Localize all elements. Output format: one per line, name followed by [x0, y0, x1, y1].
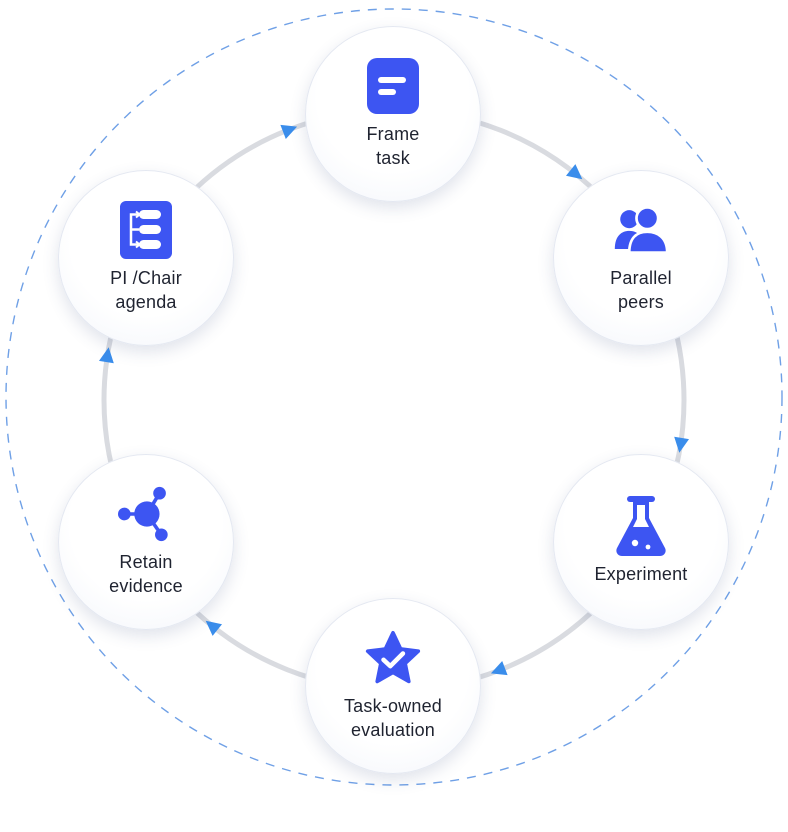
node-parallel-peers[interactable]: Parallel peers [553, 170, 729, 346]
node-label: Retain evidence [109, 552, 183, 596]
node-label: Experiment [594, 564, 688, 584]
arrow-frame-to-peers-icon [566, 164, 583, 180]
node-label: PI /Chair agenda [110, 268, 182, 312]
star-check-icon [365, 630, 421, 686]
node-label: Frame task [366, 124, 420, 168]
arrow-evaluation-to-evidence-icon [205, 620, 222, 636]
outer-dashed-ring [5, 8, 783, 786]
arrow-agenda-to-frame-icon [280, 124, 298, 139]
arrow-evidence-to-agenda-icon [99, 347, 114, 364]
users-icon [613, 202, 669, 258]
arrow-experiment-to-evaluation-icon [490, 661, 508, 676]
node-label: Parallel peers [610, 268, 672, 312]
flask-icon [613, 496, 669, 556]
note-icon [365, 58, 421, 114]
node-frame-task[interactable]: Frame task [305, 26, 481, 202]
node-pi-chair-agenda[interactable]: PI /Chair agenda [58, 170, 234, 346]
node-experiment[interactable]: Experiment [553, 454, 729, 630]
node-label: Task-owned evaluation [343, 696, 443, 740]
flowchart-icon [118, 201, 174, 259]
arrow-peers-to-experiment-icon [674, 436, 689, 453]
hub-icon [118, 486, 174, 542]
node-task-owned-evaluation[interactable]: Task-owned evaluation [305, 598, 481, 774]
node-retain-evidence[interactable]: Retain evidence [58, 454, 234, 630]
